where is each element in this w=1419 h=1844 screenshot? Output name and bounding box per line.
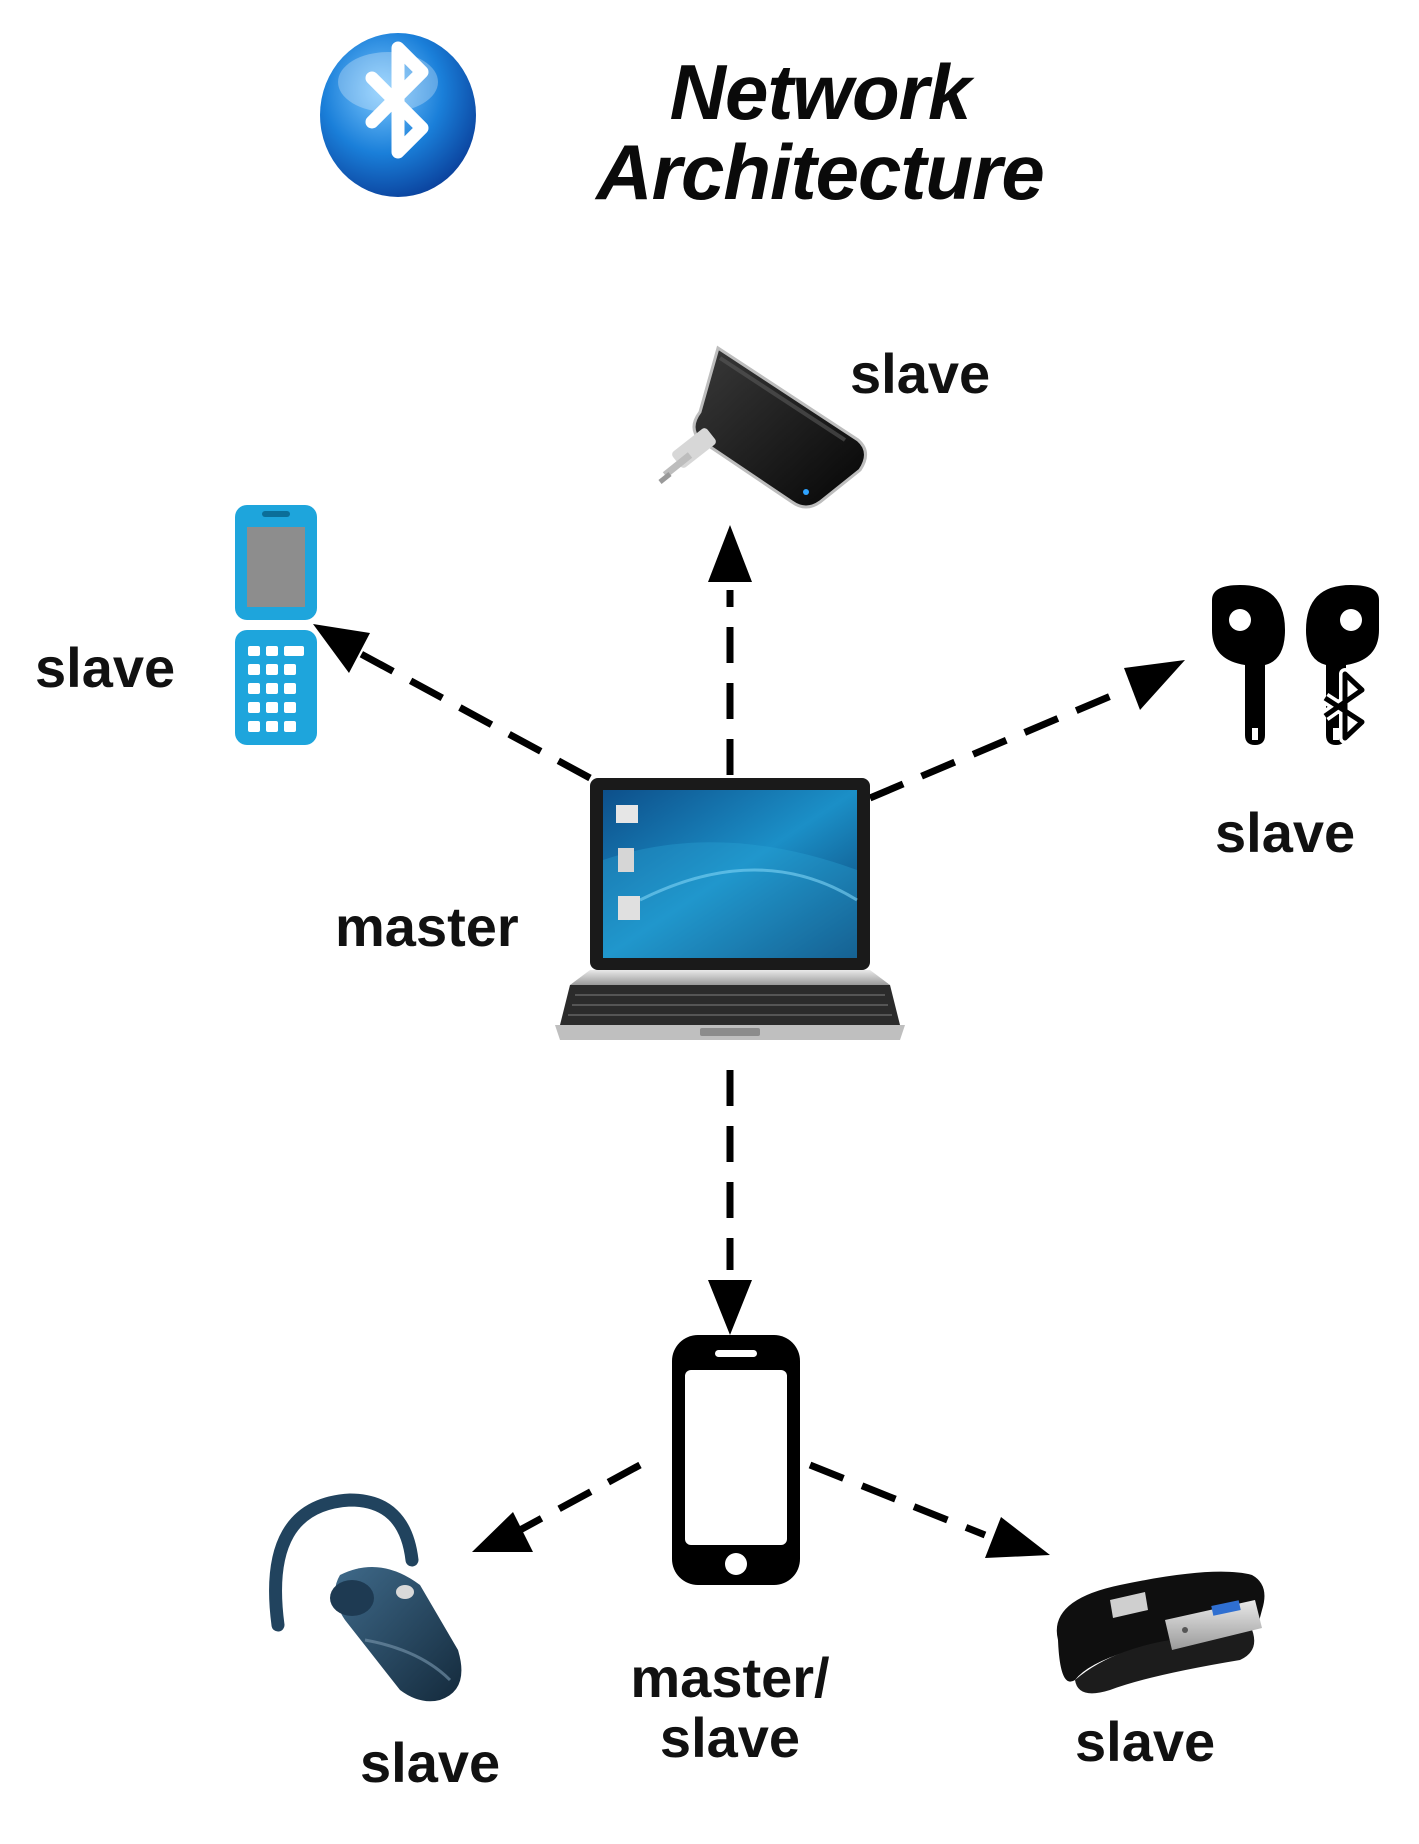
arrowheads (313, 525, 1185, 1558)
audio-receiver-icon (658, 345, 867, 509)
arrowhead-right (1124, 660, 1185, 710)
label-master-slave-line-1: master/ (630, 1646, 830, 1709)
laptop-icon (555, 778, 905, 1040)
label-left-slave: slave (35, 636, 176, 699)
link-phone-bracelet (808, 1461, 987, 1539)
label-master-slave: master/ slave (600, 1648, 860, 1768)
label-bottom-right-slave: slave (1075, 1710, 1216, 1773)
title-line-2: Architecture (596, 128, 1044, 216)
label-top-slave: slave (850, 342, 991, 405)
title-line-1: Network (669, 48, 972, 136)
connections (348, 590, 1127, 1539)
arrowhead-bottom-left (472, 1512, 533, 1552)
smartphone-icon (672, 1335, 800, 1585)
label-right-slave: slave (1215, 801, 1356, 864)
arrowhead-top (708, 525, 752, 582)
smart-bracelet-icon (1056, 1571, 1265, 1694)
arrowhead-bottom-right (985, 1517, 1050, 1558)
wireless-earbuds-icon (1212, 585, 1379, 745)
arrowhead-bottom (708, 1280, 752, 1335)
label-master: master (335, 895, 519, 958)
diagram-title: Network Architecture (560, 52, 1080, 212)
arrowhead-left (313, 624, 370, 673)
bluetooth-headset-icon (269, 1493, 462, 1702)
label-master-slave-line-2: slave (659, 1706, 801, 1769)
link-master-right (868, 686, 1127, 802)
bluetooth-logo-icon (320, 33, 476, 197)
flip-phone-icon (235, 505, 317, 745)
link-phone-headset (518, 1461, 642, 1534)
link-master-left (348, 644, 592, 782)
label-bottom-left-slave: slave (360, 1731, 501, 1794)
